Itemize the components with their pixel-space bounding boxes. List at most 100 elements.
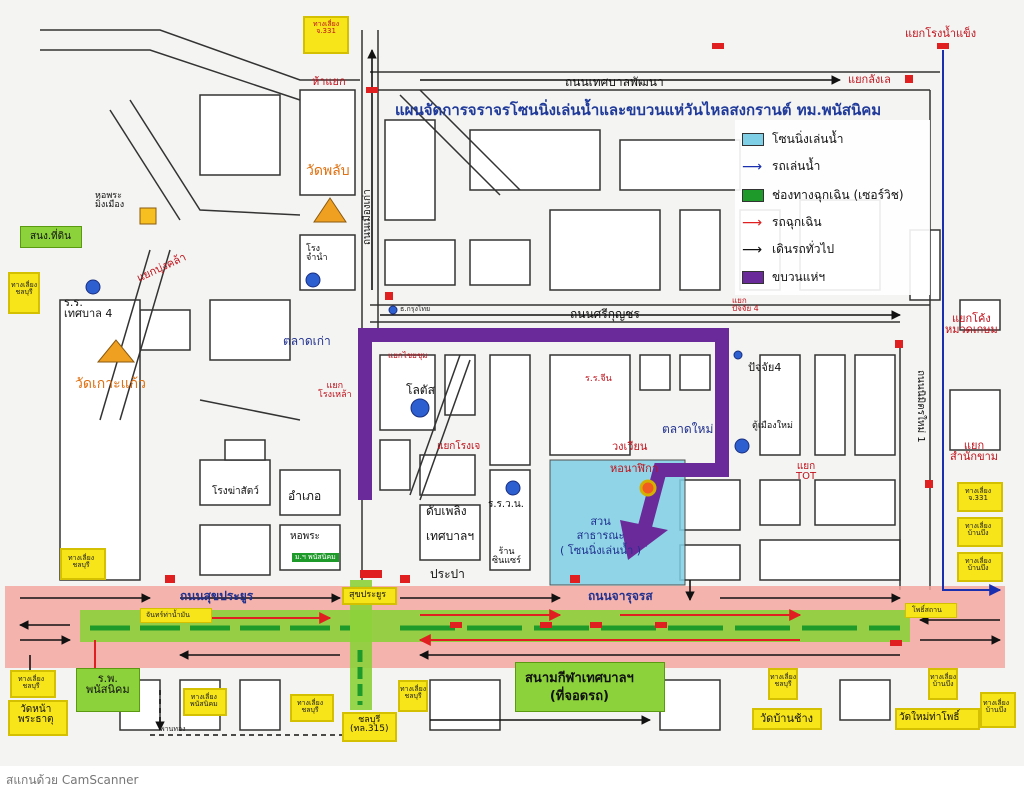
scanner-footer: สแกนด้วย CamScanner: [0, 766, 1024, 791]
legend-item: ช่องทางฉุกเฉิน (เซอร์วิช): [742, 186, 904, 205]
place-rp-phanat: ร.พ. พนัสนิคม: [86, 672, 130, 696]
hospital-box: [76, 668, 140, 712]
city-blocks: [59, 89, 1001, 731]
detour-sign: [957, 482, 1003, 512]
detour-sign-text: ทางเลี่ยง บ้านบึง: [930, 673, 957, 688]
legend-label: เดินรถทั่วไป: [772, 242, 835, 256]
place-rong-chamsat: โรงฆ่าสัตว์: [212, 486, 259, 497]
place-bank-krungthai: ธ.กรุงไทย: [400, 305, 431, 313]
pho-sathan-box: [905, 603, 957, 618]
black-arrow-icon: ⟶: [742, 241, 763, 258]
place-wat-na-phra-that: วัดหน้า พระธาตุ: [18, 704, 54, 725]
place-hor-phra2: หอพระ: [290, 531, 320, 542]
wat-ban-chang-box: [752, 708, 822, 730]
place-sanam-kila: สนามกีฬาเทศบาลฯ (ที่จอดรถ): [525, 671, 634, 704]
legend-item: ⟶ เดินรถทั่วไป: [742, 240, 834, 259]
barriers: [165, 43, 949, 646]
place-wat-ko-kaeo: วัดเกาะแก้ว: [75, 376, 146, 392]
place-thetsaban: เทศบาลฯ: [426, 529, 475, 543]
emergency-swatch-icon: [742, 189, 764, 202]
road-charoen-rat: ถนนจารุจรส: [588, 589, 653, 603]
stadium-box: [515, 662, 665, 712]
legend-label: โซนนิ่งเล่นน้ำ: [772, 132, 844, 146]
wat-na-phra-that-box: [8, 700, 68, 736]
wat-ko-kaeo-marker: [96, 339, 136, 363]
junction-ha-yaek: ห้าแยก: [312, 75, 346, 88]
parade-swatch-icon: [742, 271, 764, 284]
legend-label: รถเล่นน้ำ: [772, 159, 821, 173]
junction-rong-nam-khaeng: แยกโรงน้ำแข็ง: [905, 27, 977, 40]
road-thetsaban-phatthana: ถนนเทศบาลพัฒนา: [565, 75, 664, 89]
zone-swatch-icon: [742, 133, 764, 146]
legend-label: ช่องทางฉุกเฉิน (เซอร์วิช): [772, 188, 904, 202]
place-phanthong: พานทอง: [160, 725, 186, 733]
legend-item: โซนนิ่งเล่นน้ำ: [742, 130, 843, 149]
junction-pattaya4: แยก ปัจจัย 4: [732, 296, 759, 313]
legend-item: ขบวนแห่ฯ: [742, 268, 825, 287]
detour-sign: [768, 668, 798, 700]
junction-lang-le: แยกลังเล: [848, 73, 891, 86]
detour-sign-text: ทางเลี่ยง ชลบุรี: [297, 699, 324, 714]
chan-thi-box: [140, 608, 212, 623]
hor-phra-marker: [139, 207, 157, 225]
road-suk-prayoon: ถนนสุขประยูร: [180, 589, 254, 603]
land-office-box: [20, 226, 82, 248]
detour-sign: [60, 548, 106, 580]
legend-item: ⟶ รถฉุกเฉิน: [742, 213, 822, 232]
suk-prayoon-sign-box: [342, 587, 397, 605]
road-right: ถนนนิมิตรใหม่ 1: [915, 370, 926, 443]
place-chonburi: ชลบุรี (ทล.315): [350, 715, 389, 734]
chonburi-box: [342, 712, 397, 742]
parade-route: [358, 328, 729, 547]
detour-sign: [303, 16, 349, 54]
school-markers: [85, 272, 750, 496]
road-mueang-kao: ถนนเมืองเก่า: [362, 189, 373, 245]
detour-sign-text: ทางเลี่ยง บ้านบึง: [965, 557, 992, 572]
detour-sign-text: ทางเลี่ยง จ.331: [313, 20, 340, 35]
place-dab-phloeng: ดับเพลิง: [426, 504, 467, 518]
scanner-watermark: สแกนด้วย CamScanner: [6, 773, 139, 787]
detour-sign-text: ทางเลี่ยง บ้านบึง: [983, 699, 1010, 714]
place-wat-ban-chang: วัดบ้านช้าง: [760, 712, 814, 725]
place-tu-mueang-mai: ตู้เมืองใหม่: [752, 421, 793, 431]
detour-sign: [183, 688, 227, 716]
legend-label: รถฉุกเฉิน: [772, 215, 822, 229]
place-hor-phra: หอพระ มิ่งเมือง: [95, 191, 125, 210]
place-pattaya4-shop: ปัจจัย4: [748, 361, 782, 374]
emergency-lane: [90, 625, 900, 705]
place-prapa: ประปา: [430, 567, 465, 581]
junction-wong-wian: วงเวียน: [612, 440, 648, 453]
junction-talad-kao: ตลาดเก่า: [283, 334, 331, 348]
junction-rong-lao: แยก โรงเหล้า: [318, 381, 352, 400]
place-talad-mai: ตลาดใหม่: [662, 422, 714, 436]
junction-samnak-kham: แยก สำนักขาม: [950, 439, 999, 463]
place-sao-ng-thidin: สนง.ที่ดิน: [30, 231, 71, 242]
place-ror-ror-thetsaban4: ร.ร. เทศบาล 4: [64, 296, 113, 320]
place-ror-ror-wor-nor: ร.ร.ว.น.: [488, 499, 524, 510]
detour-sign: [398, 680, 428, 712]
place-lotus: โลตัส: [406, 383, 435, 397]
detour-sign-text: ทางเลี่ยง ชลบุรี: [770, 673, 797, 688]
wat-phlab-marker: [313, 197, 347, 223]
detour-sign-text: ทางเลี่ยง ชลบุรี: [68, 554, 95, 569]
place-rong-chamnam: โรง จำนำ: [306, 244, 328, 263]
place-chan-thi: จันทร์ท่าน้ำมัน: [146, 611, 190, 619]
place-ma-phanat: ม.ฯ พนัสนิคม: [292, 553, 339, 562]
wat-nai-box: [895, 708, 980, 730]
junction-tot: แยก TOT: [796, 461, 817, 482]
place-pho-sathan: โพธิ์สถาน: [912, 606, 942, 614]
detour-sign: [290, 694, 334, 722]
junction-khong-muang: แยกโค้ง หมวดเกษม: [945, 312, 998, 336]
map-graphic: [5, 29, 1005, 740]
place-amphoe: อำเภอ: [288, 489, 322, 503]
detour-sign-text: ทางเลี่ยง พนัสนิคม: [190, 693, 218, 708]
road-sirikanchon: ถนนศรีกุญชร: [570, 307, 640, 321]
place-ror-ror-chin: ร.ร.จีน: [585, 374, 612, 384]
detour-sign: [957, 517, 1003, 547]
detour-sign: [10, 670, 56, 698]
detour-sign: [928, 668, 958, 700]
place-hor-nalika: หอนาฬิกา: [610, 462, 658, 475]
legend-item: ⟶ รถเล่นน้ำ: [742, 157, 820, 176]
place-suk-prayoon-sign: สุขประยูร: [349, 590, 387, 600]
